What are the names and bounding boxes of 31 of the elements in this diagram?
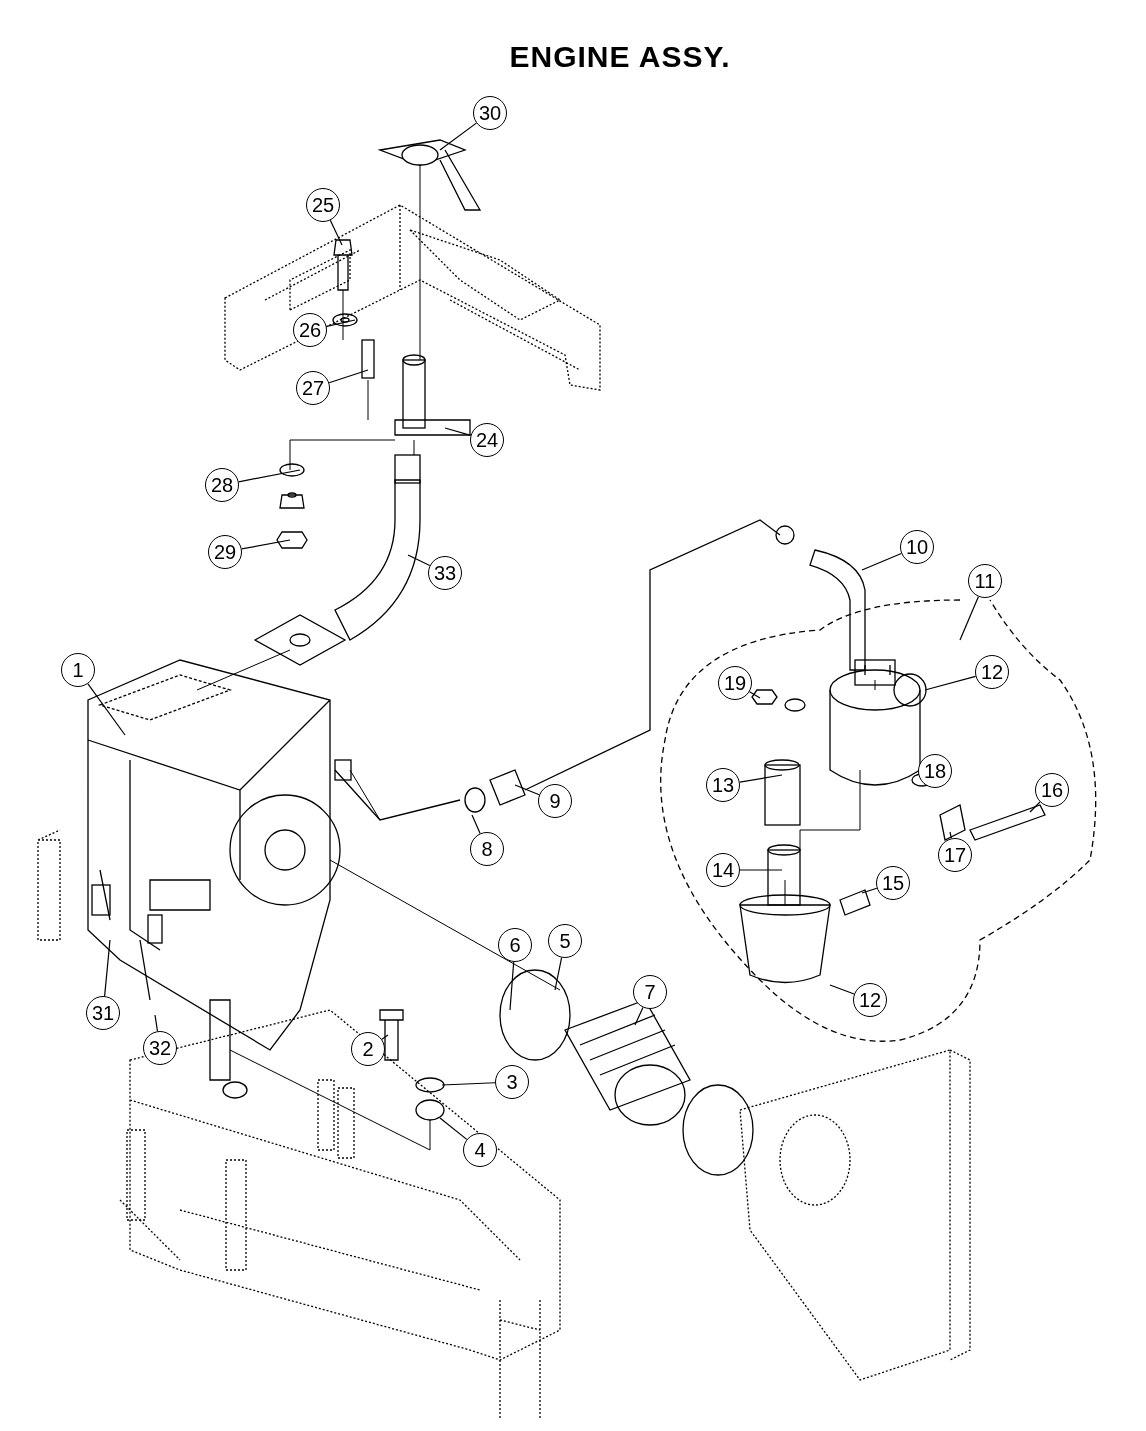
leader-line <box>554 957 563 991</box>
leader-line <box>924 675 977 691</box>
leader-line <box>439 122 477 151</box>
callout-number: 30 <box>473 96 507 130</box>
leader-line <box>444 427 472 436</box>
leader-line <box>328 369 369 384</box>
leader-line <box>829 984 855 995</box>
leader-line <box>861 887 878 894</box>
leader-line <box>739 869 783 871</box>
leader-line <box>739 774 783 783</box>
leader-line <box>154 1014 159 1032</box>
leader-line <box>407 554 431 567</box>
leader-line <box>238 469 301 483</box>
leader-line <box>439 1117 468 1140</box>
leader-line <box>241 539 291 550</box>
leader-line <box>514 784 540 796</box>
engine-assembly-drawing <box>37 139 1097 1421</box>
leader-line <box>949 831 952 839</box>
leader-line <box>104 939 111 997</box>
diagram-title: ENGINE ASSY. <box>508 40 732 74</box>
leader-line <box>326 319 356 327</box>
leader-line <box>634 1006 644 1026</box>
leader-line <box>441 1082 496 1086</box>
leader-line <box>329 219 343 246</box>
leader-line <box>861 552 902 571</box>
leader-line <box>1029 801 1041 813</box>
leader-line <box>959 596 979 641</box>
leader-line <box>381 1034 389 1040</box>
leader-line <box>509 961 515 1011</box>
leader-line <box>749 691 761 699</box>
leader-line <box>471 814 481 835</box>
